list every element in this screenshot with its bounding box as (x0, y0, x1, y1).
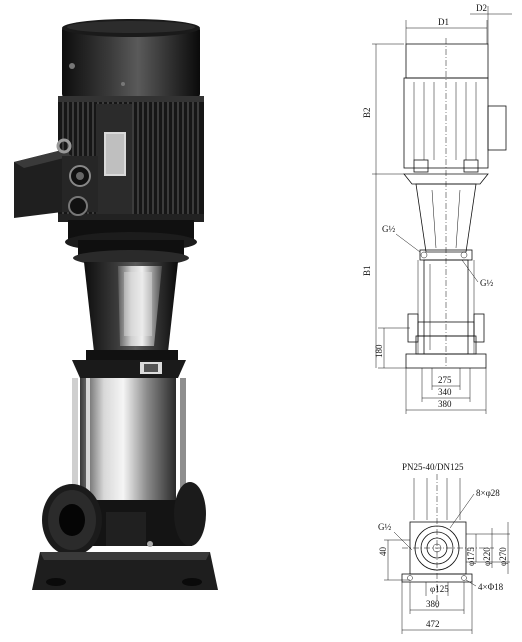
motor-fin (187, 102, 189, 214)
motor-fin (147, 102, 149, 214)
terminal-box (14, 138, 98, 218)
dim-472: 472 (426, 619, 440, 629)
dim-180: 180 (374, 344, 384, 358)
motor-fin (137, 102, 139, 214)
coupling-cone (84, 262, 178, 362)
dim-b1: B1 (362, 265, 372, 276)
motor-fan-cover (62, 19, 200, 98)
dim-phi220: φ220 (482, 547, 492, 566)
label-bolt-holes: 8×φ28 (476, 488, 500, 498)
flange-drawing: PN25-40/DN125 8×φ28 G½ 40 φ175 φ220 φ270 (378, 462, 510, 634)
dim-380-bottom: 380 (426, 599, 440, 609)
motor-fin (197, 102, 199, 214)
motor-fin (157, 102, 159, 214)
label-g-top-right: G½ (480, 278, 493, 288)
dim-phi175: φ175 (466, 547, 476, 566)
motor-fin (162, 102, 164, 214)
label-flange-spec: PN25-40/DN125 (402, 462, 464, 472)
pump-photo (14, 19, 218, 590)
motor-body (58, 96, 204, 222)
pump-base (32, 482, 218, 590)
elevation-drawing: D2 D1 B2 G½ G½ (362, 3, 512, 414)
motor-fin (182, 102, 184, 214)
motor-fin (192, 102, 194, 214)
label-g-top-left: G½ (382, 224, 395, 234)
dim-d1: D1 (438, 17, 449, 27)
motor-fin (152, 102, 154, 214)
motor-fin (167, 102, 169, 214)
motor-fin (177, 102, 179, 214)
dim-d2: D2 (476, 3, 487, 13)
pump-head (72, 360, 186, 378)
dim-380-top: 380 (438, 399, 452, 409)
motor-fin (142, 102, 144, 214)
motor-flange (65, 220, 197, 266)
dim-340: 340 (438, 387, 452, 397)
label-base-holes: 4×Φ18 (478, 582, 504, 592)
dim-b2: B2 (362, 107, 372, 118)
label-g-bottom-left: G½ (378, 522, 391, 532)
stainless-stack (72, 378, 186, 504)
dim-275: 275 (438, 375, 452, 385)
motor-fin (132, 102, 134, 214)
dim-40: 40 (378, 547, 388, 557)
dim-phi270: φ270 (498, 547, 508, 566)
dim-phi125: φ125 (430, 584, 449, 594)
motor-fin (172, 102, 174, 214)
